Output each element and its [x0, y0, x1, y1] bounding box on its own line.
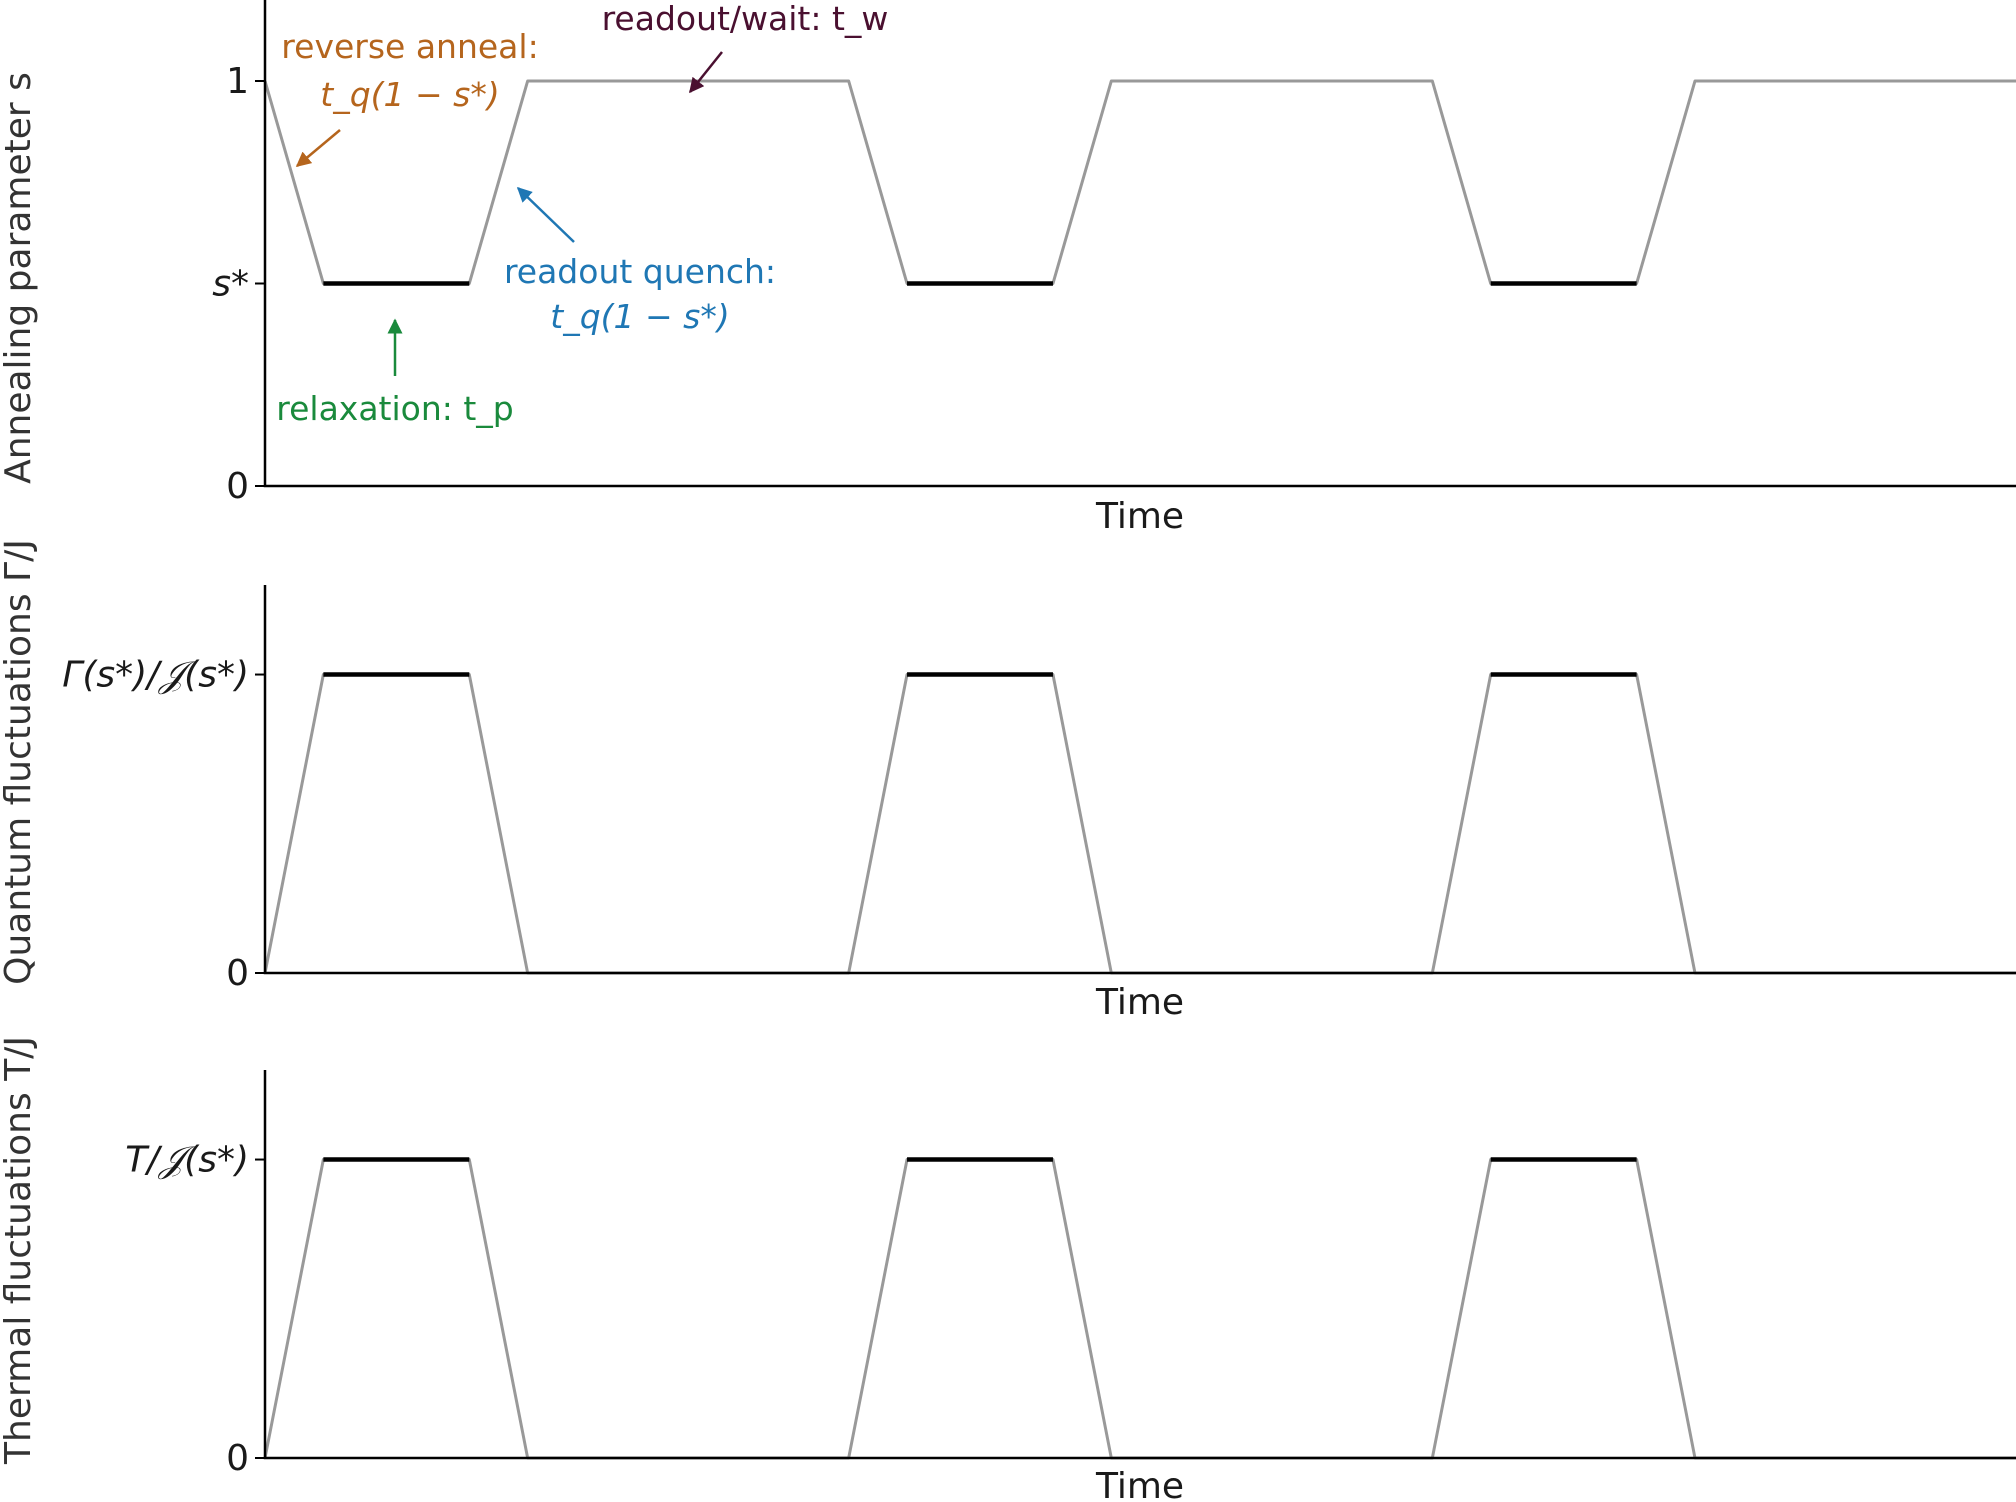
- panel-quantum-ytick-label-1: 0: [226, 953, 249, 994]
- annotation-reverse-anneal-line2: t_q(1 − s*): [320, 75, 499, 114]
- annotation-readout-quench-line2: t_q(1 − s*): [550, 297, 729, 336]
- annotation-readout-quench-arrow: [516, 186, 575, 243]
- panel-quantum-axes: [263, 585, 2016, 975]
- panel-thermal-marks: [263, 1157, 2016, 1460]
- panel-quantum: Quantum fluctuations Γ/J Time 0 Γ(s*)/𝒥(s…: [0, 539, 2016, 1023]
- panel-thermal-schedule-line: [263, 1158, 2016, 1460]
- annotation-readout-wait: readout/wait: t_w: [602, 0, 889, 38]
- panel-annealing-marks: [263, 79, 2016, 286]
- panel-quantum-schedule-line: [263, 673, 2016, 975]
- panel-thermal-axes: [263, 1070, 2016, 1460]
- panel-thermal-ytick-label-1: 0: [226, 1438, 249, 1479]
- panel-quantum-ticks: 0 Γ(s*)/𝒥(s*): [62, 655, 265, 994]
- annotation-relaxation: relaxation: t_p: [276, 389, 514, 428]
- panel-quantum-marks: [263, 672, 2016, 975]
- panel-thermal-ticks: 0 T/𝒥(s*): [125, 1140, 265, 1479]
- panel-quantum-xlabel: Time: [1095, 982, 1184, 1023]
- panel-thermal-ytick-label-2: T/𝒥(s*): [125, 1140, 249, 1181]
- panel-quantum-ytick-label-2: Γ(s*)/𝒥(s*): [62, 655, 249, 696]
- annotation-reverse-anneal-line1: reverse anneal:: [281, 27, 538, 66]
- panel-annealing-ytick-label-1: 0: [226, 466, 249, 507]
- panel-thermal-ylabel: Thermal fluctuations T/J: [0, 1036, 39, 1465]
- panel-thermal-xlabel: Time: [1095, 1466, 1184, 1502]
- panel-quantum-ylabel: Quantum fluctuations Γ/J: [0, 539, 39, 985]
- panel-annealing-xlabel: Time: [1095, 496, 1184, 537]
- panel-annealing-axes: [263, 0, 2016, 488]
- annotation-readout-wait-arrow: [689, 51, 723, 94]
- panel-annealing-ticks: 0 s* 1: [212, 61, 265, 507]
- panel-thermal: Thermal fluctuations T/J Time 0 T/𝒥(s*): [0, 1036, 2016, 1502]
- panel-annealing-ytick-label-2: s*: [212, 264, 249, 305]
- annotation-reverse-anneal-arrow: [295, 129, 341, 167]
- panel-annealing: Annealing parameter s Time 0 s* 1 reverse …: [0, 0, 2016, 537]
- annotation-readout-quench-line1: readout quench:: [504, 252, 776, 291]
- panel-annealing-ytick-label-3: 1: [226, 61, 249, 102]
- panel-annealing-ylabel: Annealing parameter s: [0, 72, 39, 484]
